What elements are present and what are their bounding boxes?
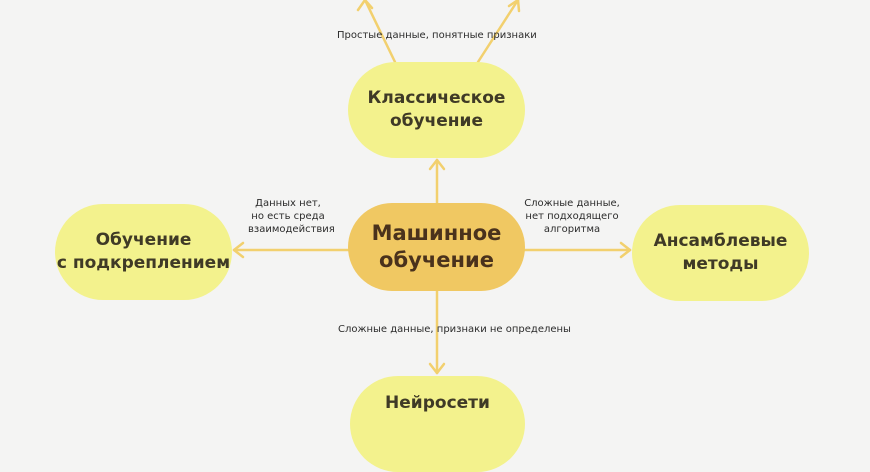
node-text: методы (682, 254, 759, 274)
node-text: обучение (379, 248, 494, 272)
edge-label-top: Простые данные, понятные признаки (337, 30, 537, 41)
node-text: Машинное (371, 221, 502, 245)
edge-label-left-line: взаимодействия (248, 224, 335, 235)
node-text: обучение (389, 111, 483, 131)
node-text: Классическое (367, 88, 506, 108)
node-ensemble-methods: Ансамблевые методы (632, 205, 809, 301)
edge-label-left: Данных нет, но есть среда взаимодействия (248, 197, 335, 236)
edge-label-right: Сложные данные, нет подходящего алгоритм… (522, 197, 622, 236)
node-text: Нейросети (385, 393, 490, 413)
edge-label-right-line: нет подходящего (525, 211, 619, 222)
node-neural-networks: Нейросети (350, 376, 525, 472)
edge-label-left-line: но есть среда (251, 211, 325, 222)
node-text: с подкреплением (56, 253, 231, 273)
node-machine-learning: Машинное обучение (348, 203, 525, 291)
node-text: Обучение (95, 230, 192, 250)
edge-label-bottom: Сложные данные, признаки не определены (338, 324, 571, 335)
edge-label-right-line: Сложные данные, (524, 198, 620, 209)
node-classical-learning: Классическое обучение (348, 62, 525, 158)
node-text: Ансамблевые (653, 231, 788, 251)
edge-label-left-line: Данных нет, (255, 198, 321, 209)
edge-label-right-line: алгоритма (543, 224, 601, 235)
node-reinforcement-learning: Обучение с подкреплением (55, 204, 232, 300)
connector-arrows (232, 0, 632, 375)
